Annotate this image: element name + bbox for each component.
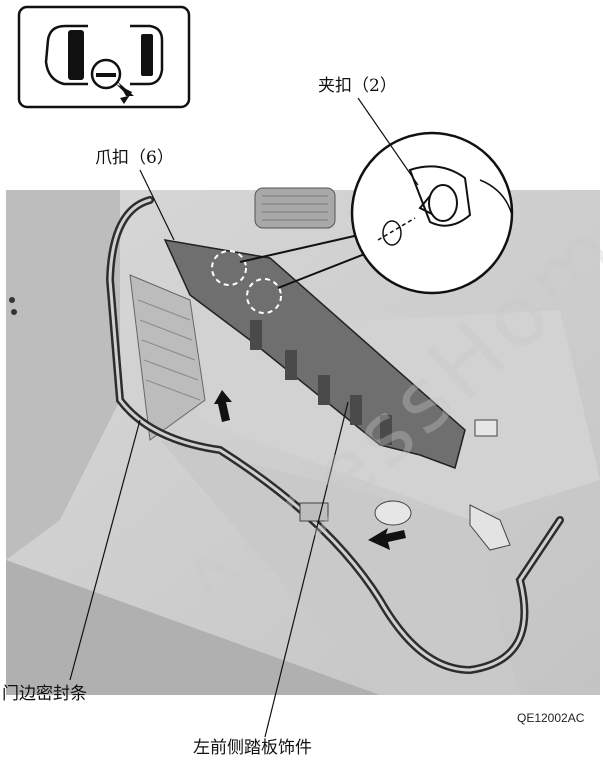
clip-label: 夹扣（2）	[318, 76, 397, 96]
claw-label: 爪扣（6）	[95, 148, 174, 168]
figure-code: QE12002AC	[517, 711, 585, 725]
trim-label: 左前侧踏板饰件	[193, 738, 312, 758]
seal-label: 门边密封条	[2, 684, 87, 704]
